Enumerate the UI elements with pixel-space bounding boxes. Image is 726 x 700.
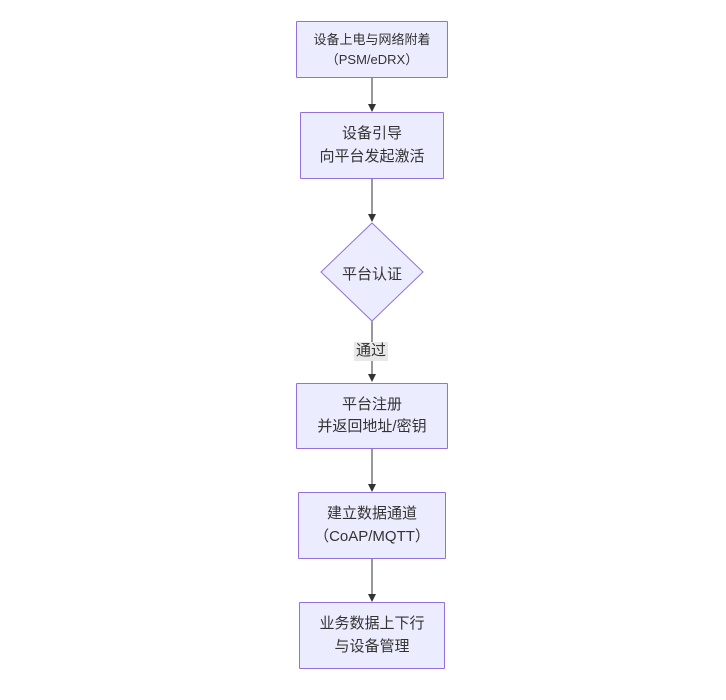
node-bootstrap: 设备引导 向平台发起激活 <box>300 112 444 179</box>
edge-label-pass: 通过 <box>354 342 389 361</box>
node-data-channel-line2: （CoAP/MQTT） <box>314 527 430 545</box>
node-business-line1: 业务数据上下行 <box>319 615 425 632</box>
node-data-channel: 建立数据通道 （CoAP/MQTT） <box>298 492 446 559</box>
node-auth-label: 平台认证 <box>341 266 402 283</box>
node-register: 平台注册 并返回地址/密钥 <box>296 383 448 449</box>
node-business-line2: 与设备管理 <box>334 637 410 655</box>
node-bootstrap-line1: 设备引导 <box>341 125 402 142</box>
node-power-line1: 设备上电与网络附着 <box>313 32 431 47</box>
node-register-line2: 并返回地址/密钥 <box>317 418 427 435</box>
node-register-line1: 平台注册 <box>341 395 402 413</box>
node-business: 业务数据上下行 与设备管理 <box>299 602 445 669</box>
node-power-attach: 设备上电与网络附着 （PSM/eDRX） <box>296 21 448 78</box>
node-power-line2: （PSM/eDRX） <box>325 51 419 67</box>
node-data-channel-line1: 建立数据通道 <box>326 505 417 522</box>
node-bootstrap-line2: 向平台发起激活 <box>319 147 425 165</box>
